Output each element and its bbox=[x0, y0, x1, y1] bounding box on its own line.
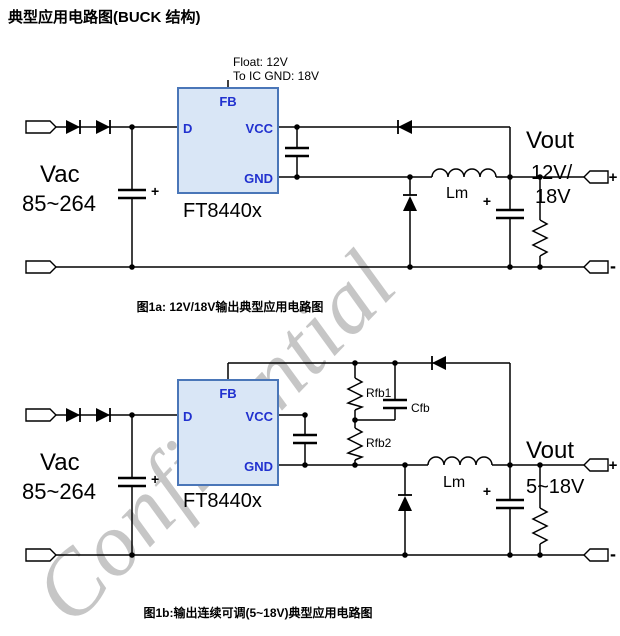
terminal-plus-label: + bbox=[609, 457, 618, 474]
ic-block bbox=[177, 87, 279, 194]
input-diode-2 bbox=[96, 408, 111, 422]
output-cap-polarity: + bbox=[483, 193, 491, 209]
output-capacitor bbox=[496, 498, 524, 510]
schematic-canvas: Confidential bbox=[15, 55, 618, 636]
input-diode-1 bbox=[66, 120, 81, 134]
output-terminal-minus bbox=[583, 260, 609, 274]
ic-pin-d: D bbox=[183, 121, 192, 136]
load-resistor bbox=[531, 507, 549, 545]
input-bulk-capacitor bbox=[118, 188, 146, 200]
ic-block bbox=[177, 379, 279, 486]
input-range: 85~264 bbox=[22, 191, 96, 216]
figure-1b-caption: 图1b:输出连续可调(5~18V)典型应用电路图 bbox=[143, 605, 372, 620]
cfb-capacitor bbox=[383, 398, 407, 410]
cfb-label: Cfb bbox=[411, 401, 430, 415]
figure-1a-caption: 图1a: 12V/18V输出典型应用电路图 bbox=[137, 299, 324, 314]
output-terminal-plus bbox=[583, 458, 609, 472]
input-diode-1 bbox=[66, 408, 81, 422]
input-diode-2 bbox=[96, 120, 111, 134]
circuit1-wires bbox=[56, 80, 584, 268]
inductor-lm-coil bbox=[427, 456, 493, 466]
vout-value-line2: 18V bbox=[535, 186, 571, 208]
fb-annotation-line2: To IC GND: 18V bbox=[233, 69, 319, 83]
circuit-2: FB D VCC GND FT8440x Vac 85~264 + Rfb1 R… bbox=[22, 356, 618, 620]
ic-pin-vcc: VCC bbox=[246, 409, 274, 424]
vout-value-line1: 12V/ bbox=[531, 162, 573, 184]
terminal-plus-label: + bbox=[609, 169, 618, 186]
ic-pin-vcc: VCC bbox=[246, 121, 274, 136]
freewheel-diode bbox=[398, 494, 412, 511]
input-range: 85~264 bbox=[22, 479, 96, 504]
terminal-minus-label: - bbox=[610, 256, 616, 276]
ic-pin-fb: FB bbox=[219, 94, 236, 109]
inductor-lm-coil bbox=[431, 168, 497, 178]
circuit-1: FB D VCC GND FT8440x Float: 12V To IC GN… bbox=[22, 55, 618, 314]
ic-pin-gnd: GND bbox=[244, 171, 273, 186]
output-terminal-minus bbox=[583, 548, 609, 562]
inductor-label: Lm bbox=[446, 185, 468, 202]
rfb1-resistor bbox=[345, 377, 365, 411]
ic-part-number: FT8440x bbox=[183, 200, 262, 222]
input-bulk-capacitor bbox=[118, 476, 146, 488]
vcc-capacitor bbox=[293, 433, 317, 445]
vcc-diode bbox=[397, 120, 412, 134]
freewheel-diode bbox=[403, 194, 417, 211]
junction-dots bbox=[129, 124, 543, 270]
input-terminal-bottom bbox=[25, 548, 57, 562]
output-cap-polarity: + bbox=[483, 483, 491, 499]
input-terminal-top bbox=[25, 120, 57, 134]
feedback-diode bbox=[431, 356, 446, 370]
fb-annotation-line1: Float: 12V bbox=[233, 55, 288, 69]
rfb2-resistor bbox=[345, 427, 365, 461]
input-cap-polarity: + bbox=[151, 183, 159, 199]
ic-part-number: FT8440x bbox=[183, 490, 262, 512]
vout-value: 5~18V bbox=[526, 476, 585, 498]
rfb2-label: Rfb2 bbox=[366, 436, 392, 450]
vout-label: Vout bbox=[526, 127, 574, 154]
ic-pin-d: D bbox=[183, 409, 192, 424]
ic-pin-gnd: GND bbox=[244, 459, 273, 474]
output-capacitor bbox=[496, 208, 524, 220]
input-terminal-bottom bbox=[25, 260, 57, 274]
rfb1-label: Rfb1 bbox=[366, 386, 392, 400]
inductor-label: Lm bbox=[443, 474, 465, 491]
input-label: Vac bbox=[40, 161, 80, 188]
input-label: Vac bbox=[40, 449, 80, 476]
ic-pin-fb: FB bbox=[219, 386, 236, 401]
output-terminal-plus bbox=[583, 170, 609, 184]
vout-label: Vout bbox=[526, 437, 574, 464]
input-terminal-top bbox=[25, 408, 57, 422]
input-cap-polarity: + bbox=[151, 471, 159, 487]
junction-dots bbox=[129, 360, 543, 558]
vcc-capacitor bbox=[285, 146, 309, 158]
load-resistor bbox=[531, 219, 549, 257]
terminal-minus-label: - bbox=[610, 544, 616, 564]
page-title: 典型应用电路图(BUCK 结构) bbox=[8, 9, 201, 26]
